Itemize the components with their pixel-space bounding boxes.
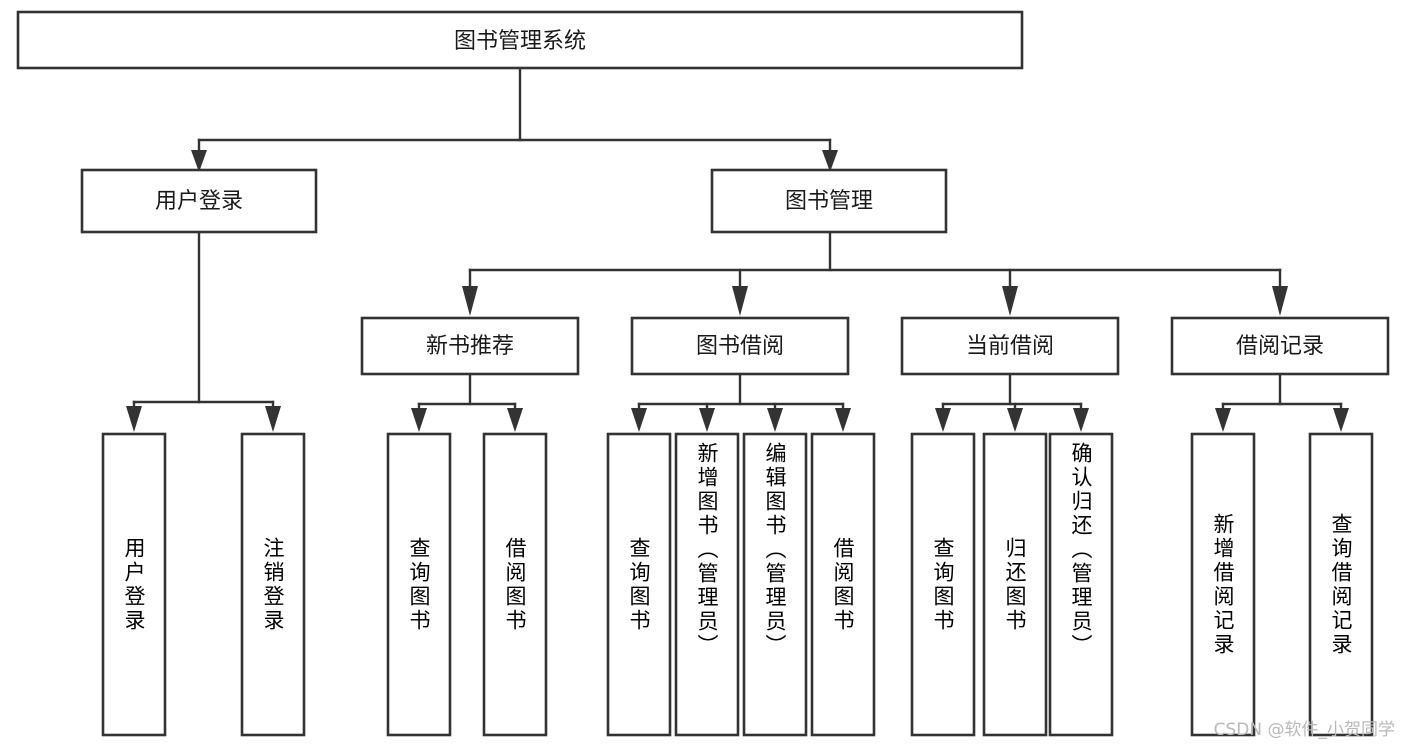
node-leaf-return-book-label: 归还图书 xyxy=(1003,536,1027,633)
arrow-head-leaf-user-login xyxy=(126,406,142,432)
node-new-book-recommend-box xyxy=(360,316,580,376)
node-leaf-user-login-label: 用户登录 xyxy=(122,536,146,633)
node-leaf-user-login[interactable]: 用户登录 xyxy=(101,432,167,737)
node-leaf-add-borrow-record-label: 新增借阅记录 xyxy=(1211,512,1235,657)
arrow-head-leaf-query-borrow-record xyxy=(1333,408,1349,432)
arrow-head-new-book-recommend xyxy=(462,286,478,316)
arrow-head-leaf-edit-book-admin xyxy=(767,408,783,432)
node-book-manage[interactable]: 图书管理 xyxy=(710,168,948,234)
node-leaf-add-book-admin-box xyxy=(674,432,740,737)
arrow-head-book-manage xyxy=(822,150,838,172)
node-user-login-box xyxy=(80,168,318,234)
node-leaf-query-book-current-label: 查询图书 xyxy=(931,536,955,633)
arrow-head-leaf-confirm-return-admin xyxy=(1073,408,1089,432)
node-leaf-edit-book-admin-box xyxy=(742,432,808,737)
arrow-head-borrow-record xyxy=(1272,286,1288,316)
node-new-book-recommend[interactable]: 新书推荐 xyxy=(360,316,580,376)
arrow-head-leaf-borrow-book-recommend xyxy=(507,408,523,432)
node-new-book-recommend-label: 新书推荐 xyxy=(426,334,514,359)
arrow-head-leaf-add-borrow-record xyxy=(1215,408,1231,432)
node-leaf-add-borrow-record-box xyxy=(1190,432,1256,737)
arrow-head-leaf-add-book-admin xyxy=(699,408,715,432)
node-leaf-add-book-admin-label: 新增图书（管理员） xyxy=(695,442,719,658)
node-leaf-user-logout-box xyxy=(240,432,306,737)
node-leaf-query-book-borrow-box xyxy=(606,432,672,737)
node-leaf-edit-book-admin[interactable]: 编辑图书（管理员） xyxy=(742,432,808,737)
node-leaf-edit-book-admin-label: 编辑图书（管理员） xyxy=(763,442,787,658)
node-leaf-user-login-box xyxy=(101,432,167,737)
node-root[interactable]: 图书管理系统 xyxy=(16,10,1024,70)
node-book-borrow-label: 图书借阅 xyxy=(696,334,784,359)
node-leaf-borrow-book[interactable]: 借阅图书 xyxy=(810,432,876,737)
arrow-head-leaf-query-book-borrow xyxy=(631,408,647,432)
node-leaf-borrow-book-box xyxy=(810,432,876,737)
node-leaf-borrow-book-recommend-box xyxy=(482,432,548,737)
arrow-head-leaf-query-book-current xyxy=(935,408,951,432)
arrow-head-leaf-user-logout xyxy=(265,406,281,432)
connector-group-user-login xyxy=(126,230,281,432)
node-leaf-borrow-book-label: 借阅图书 xyxy=(831,536,855,633)
node-book-manage-label: 图书管理 xyxy=(785,189,873,214)
node-borrow-record-box xyxy=(1170,316,1390,376)
connector-group-book-manage xyxy=(462,230,1288,316)
node-leaf-confirm-return-admin-label: 确认归还（管理员） xyxy=(1069,442,1093,658)
node-book-manage-box xyxy=(710,168,948,234)
node-current-borrow-box xyxy=(900,316,1120,376)
node-leaf-return-book[interactable]: 归还图书 xyxy=(982,432,1048,737)
node-leaf-query-book-borrow[interactable]: 查询图书 xyxy=(606,432,672,737)
node-leaf-borrow-book-recommend[interactable]: 借阅图书 xyxy=(482,432,548,737)
node-leaf-query-book-recommend-label: 查询图书 xyxy=(407,536,431,633)
arrow-head-book-borrow xyxy=(732,286,748,316)
node-root-box xyxy=(16,10,1024,70)
node-leaf-query-book-current-box xyxy=(910,432,976,737)
node-leaf-query-borrow-record-box xyxy=(1308,432,1374,737)
node-leaf-user-logout-label: 注销登录 xyxy=(261,536,285,633)
node-leaf-query-book-current[interactable]: 查询图书 xyxy=(910,432,976,737)
node-current-borrow-label: 当前借阅 xyxy=(966,334,1054,359)
node-borrow-record[interactable]: 借阅记录 xyxy=(1170,316,1390,376)
node-leaf-query-book-recommend[interactable]: 查询图书 xyxy=(386,432,452,737)
node-leaf-query-book-borrow-label: 查询图书 xyxy=(627,536,651,633)
connector-group-current-borrow xyxy=(935,372,1089,432)
node-user-login-label: 用户登录 xyxy=(155,189,243,214)
arrow-head-current-borrow xyxy=(1002,286,1018,316)
node-borrow-record-label: 借阅记录 xyxy=(1236,334,1324,359)
arrow-head-leaf-return-book xyxy=(1007,408,1023,432)
connector-group-book-borrow xyxy=(631,372,851,432)
node-leaf-query-borrow-record-label: 查询借阅记录 xyxy=(1329,512,1353,657)
node-book-borrow-box xyxy=(630,316,850,376)
arrow-head-leaf-query-book-recommend xyxy=(411,408,427,432)
connector-group-borrow-record xyxy=(1215,372,1349,432)
node-leaf-confirm-return-admin-box xyxy=(1048,432,1114,737)
connector-group-new-book-recommend xyxy=(411,372,523,432)
node-leaf-query-borrow-record[interactable]: 查询借阅记录 xyxy=(1308,432,1374,737)
node-leaf-return-book-box xyxy=(982,432,1048,737)
node-leaf-add-book-admin[interactable]: 新增图书（管理员） xyxy=(674,432,740,737)
node-leaf-user-logout[interactable]: 注销登录 xyxy=(240,432,306,737)
node-leaf-confirm-return-admin[interactable]: 确认归还（管理员） xyxy=(1048,432,1114,737)
arrow-head-user-login xyxy=(191,150,207,172)
node-root-label: 图书管理系统 xyxy=(454,29,586,54)
node-book-borrow[interactable]: 图书借阅 xyxy=(630,316,850,376)
node-leaf-add-borrow-record[interactable]: 新增借阅记录 xyxy=(1190,432,1256,737)
node-user-login[interactable]: 用户登录 xyxy=(80,168,318,234)
node-leaf-query-book-recommend-box xyxy=(386,432,452,737)
node-current-borrow[interactable]: 当前借阅 xyxy=(900,316,1120,376)
connector-group-root xyxy=(191,66,838,172)
node-leaf-borrow-book-recommend-label: 借阅图书 xyxy=(503,536,527,633)
arrow-head-leaf-borrow-book xyxy=(835,408,851,432)
